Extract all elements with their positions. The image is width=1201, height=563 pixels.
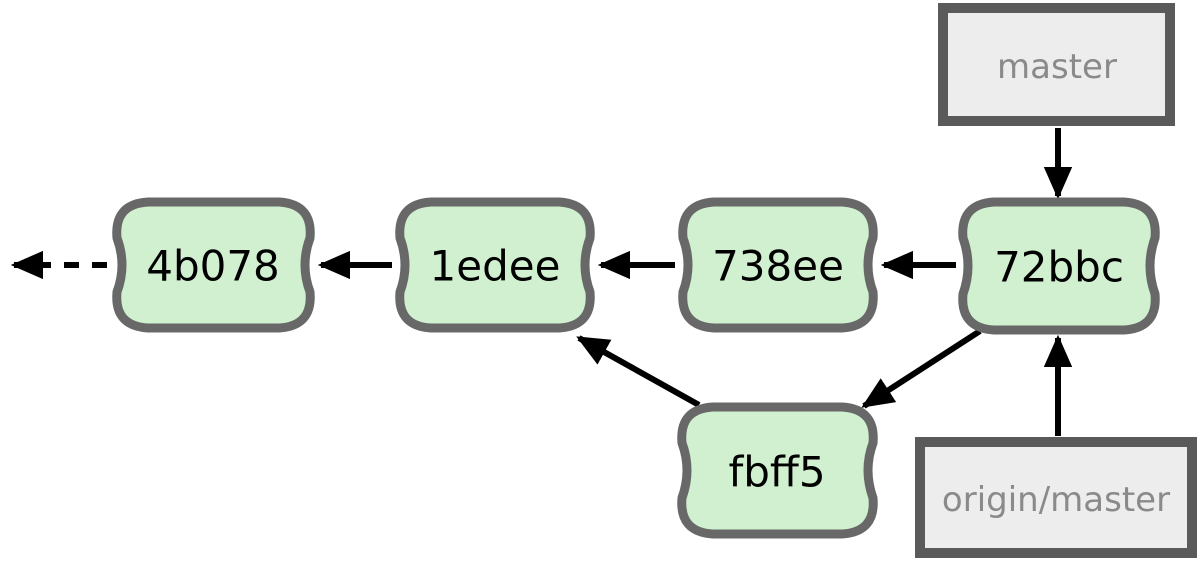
commit-node-1edee: 1edee — [395, 197, 595, 333]
commit-shape — [958, 197, 1160, 335]
commit-node-738ee: 738ee — [678, 197, 878, 333]
commit-id-label: 1edee — [430, 242, 561, 291]
commit-id-label: fbff5 — [728, 448, 825, 497]
edge-72bbc-to-fbff5 — [861, 328, 982, 409]
edge-fbff5-to-1edee — [576, 335, 701, 408]
commit-id-label: 4b078 — [146, 242, 280, 291]
branch-box — [915, 437, 1197, 558]
commit-shape — [112, 197, 315, 333]
branch-name-label: master — [997, 47, 1117, 87]
commit-shape — [677, 402, 878, 539]
branch-label-master: master — [938, 3, 1175, 126]
commit-node-fbff5: fbff5 — [677, 402, 878, 539]
branch-box — [938, 3, 1175, 126]
commit-node-4b078: 4b078 — [112, 197, 315, 333]
commit-id-label: 738ee — [712, 242, 844, 291]
commit-shape — [395, 197, 595, 333]
branch-name-label: origin/master — [942, 480, 1170, 520]
commit-shape — [678, 197, 878, 333]
commit-node-72bbc: 72bbc — [958, 197, 1160, 335]
commit-id-label: 72bbc — [994, 243, 1124, 292]
branch-label-origin-master: origin/master — [915, 437, 1197, 558]
